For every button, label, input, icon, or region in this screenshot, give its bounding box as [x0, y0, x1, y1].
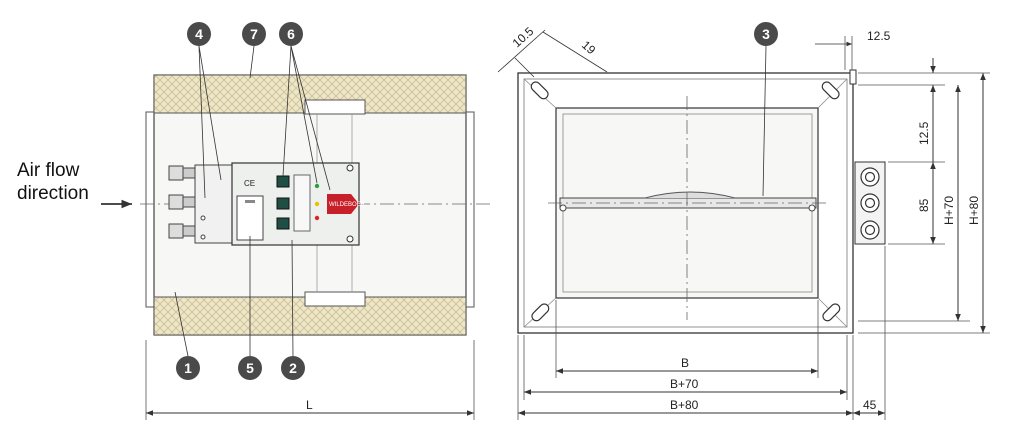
callout-6: 6 — [279, 22, 303, 46]
front-view: 3 10.5 19 12.5 12.5 85 H+70 — [497, 22, 990, 420]
callout-1: 1 — [176, 356, 200, 380]
corner-slots — [530, 81, 841, 322]
dimension-B70: B+70 — [670, 377, 699, 391]
right-flange — [465, 111, 475, 308]
cable-glands — [168, 165, 196, 239]
control-button-2[interactable] — [276, 197, 290, 210]
svg-text:5: 5 — [246, 360, 254, 376]
callout-2: 2 — [281, 356, 305, 380]
dimension-L: L — [306, 398, 313, 412]
dimension-h70: H+70 — [942, 196, 956, 225]
terminal-box — [194, 164, 234, 244]
svg-text:1: 1 — [184, 360, 192, 376]
connection-glands — [860, 167, 880, 240]
dimension-19: 19 — [579, 38, 599, 58]
dimension-B80: B+80 — [670, 398, 699, 412]
svg-text:4: 4 — [195, 26, 203, 42]
control-button-1[interactable] — [276, 175, 290, 188]
status-led-yellow — [314, 201, 320, 207]
callout-4: 4 — [187, 22, 211, 46]
ce-mark: CE — [244, 179, 255, 188]
dimension-h80: H+80 — [967, 196, 981, 225]
callout-3: 3 — [754, 22, 778, 46]
dimension-85: 85 — [917, 198, 931, 212]
brand-logo-text: WILDEBOER — [329, 202, 366, 208]
status-led-red — [314, 215, 320, 221]
control-button-3[interactable] — [276, 217, 290, 230]
svg-text:7: 7 — [250, 26, 258, 42]
brand-logo — [327, 194, 359, 214]
callout-5: 5 — [238, 356, 262, 380]
status-led-green — [314, 183, 320, 189]
label-field — [293, 174, 311, 232]
svg-text:6: 6 — [287, 26, 295, 42]
callout-7: 7 — [242, 22, 266, 46]
blade-bracket-top — [304, 99, 366, 115]
dimension-45: 45 — [863, 398, 877, 412]
air-flow-label-line2: direction — [17, 183, 89, 204]
air-flow-label-line1: Air flow — [17, 160, 80, 181]
side-view: CE WILDEBOER Air flow direction L — [17, 22, 490, 420]
dimension-12-5-side: 12.5 — [917, 121, 931, 145]
blade-bracket-bottom — [304, 291, 366, 307]
dimension-B: B — [681, 356, 689, 370]
dimension-10-5: 10.5 — [510, 24, 537, 50]
dimension-12-5-top: 12.5 — [867, 29, 891, 43]
svg-text:2: 2 — [289, 360, 297, 376]
svg-text:3: 3 — [762, 26, 770, 42]
left-flange — [145, 111, 155, 308]
